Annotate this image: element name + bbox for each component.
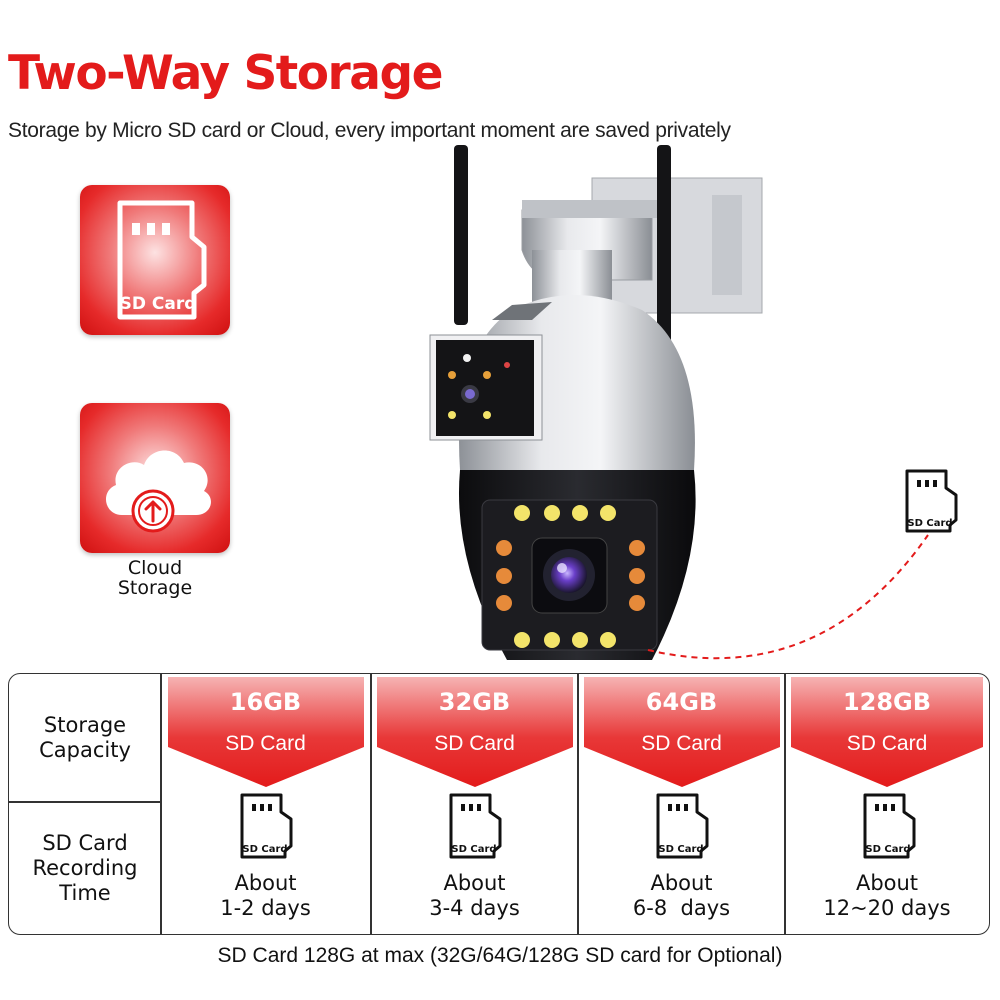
page-title: Two-Way Storage — [8, 46, 443, 101]
page-subtitle: Storage by Micro SD card or Cloud, every… — [8, 119, 731, 142]
cloud-upload-icon — [105, 450, 211, 533]
row-label-recording-time: SD Card Recording Time — [32, 830, 138, 905]
column-divider — [577, 674, 579, 934]
cloud-storage-tile — [80, 403, 230, 553]
column-divider — [784, 674, 786, 934]
recording-days: 1-2 days — [220, 896, 311, 920]
capacity-kind: SD Card — [641, 732, 722, 755]
capacity-column-32gb: 32GB SD Card SD Card About 3-4 days — [371, 674, 578, 934]
recording-days: 6-8 days — [632, 896, 731, 920]
card-icon-label: SD Card — [658, 844, 703, 855]
sd-storage-tile: SD Card — [80, 185, 230, 335]
capacity-size: 64GB — [645, 688, 718, 716]
storage-capacity-table: Storage Capacity SD Card Recording Time … — [8, 673, 990, 935]
row-label-storage-capacity: Storage Capacity — [39, 713, 131, 762]
recording-about: About — [234, 871, 297, 895]
sd-card-icon: SD Card — [240, 793, 293, 859]
capacity-size: 32GB — [438, 688, 511, 716]
row-divider — [9, 801, 161, 803]
recording-days: 12~20 days — [823, 896, 951, 920]
sd-card-icon: SD Card — [905, 469, 958, 533]
recording-days: 3-4 days — [429, 896, 520, 920]
card-icon-label: SD Card — [242, 844, 287, 855]
recording-about: About — [855, 871, 919, 895]
capacity-column-128gb: 128GB SD Card SD Card About 12~20 days — [785, 674, 989, 934]
ptz-camera-illustration — [429, 145, 763, 660]
capacity-kind: SD Card — [846, 732, 928, 755]
sd-card-icon: SD Card — [863, 793, 916, 859]
capacity-kind: SD Card — [225, 732, 306, 755]
red-chevron-banner — [584, 677, 780, 787]
column-divider — [370, 674, 372, 934]
red-chevron-banner — [168, 677, 364, 787]
capacity-kind: SD Card — [434, 732, 515, 755]
sd-card-icon: SD Card — [656, 793, 709, 859]
card-icon-label: SD Card — [451, 844, 496, 855]
footer-note: SD Card 128G at max (32G/64G/128G SD car… — [217, 944, 783, 967]
capacity-column-16gb: 16GB SD Card SD Card About 1-2 days — [162, 674, 369, 934]
card-icon-label: SD Card — [865, 844, 910, 855]
capacity-column-64gb: 64GB SD Card SD Card About 6-8 days — [578, 674, 785, 934]
recording-about: About — [443, 871, 506, 895]
column-divider — [160, 674, 162, 934]
sd-card-icon: SD Card — [117, 200, 207, 320]
sd-tile-label: SD Card — [120, 294, 197, 314]
capacity-size: 16GB — [229, 688, 302, 716]
red-chevron-banner — [791, 677, 983, 787]
capacity-size: 128GB — [842, 688, 932, 716]
sd-card-icon: SD Card — [449, 793, 502, 859]
recording-about: About — [650, 871, 713, 895]
red-chevron-banner — [377, 677, 573, 787]
side-card-label: SD Card — [907, 518, 952, 529]
